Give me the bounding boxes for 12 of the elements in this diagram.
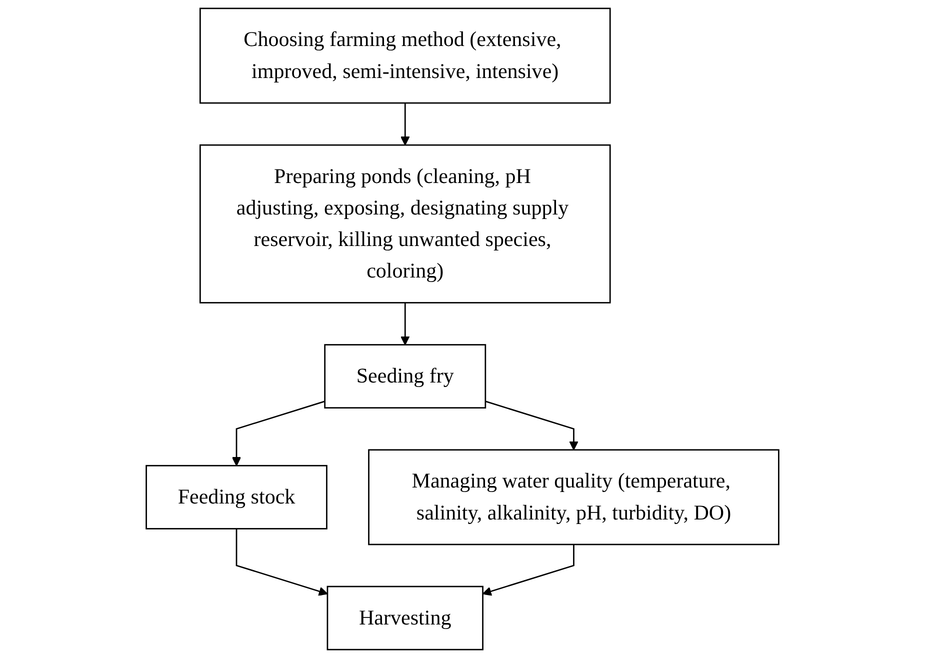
node-box: Seeding fry: [324, 344, 486, 409]
node-box: Preparing ponds (cleaning, pH adjusting, exposing, designating supply reservoir, killing unwanted species, coloring): [199, 144, 611, 304]
arrow: [400, 302, 410, 346]
arrow: [482, 544, 574, 596]
arrow: [236, 528, 328, 596]
arrow: [232, 400, 326, 466]
node-box: Choosing farming method (extensive, improved, semi-intensive, intensive): [199, 8, 611, 104]
node-box: Feeding stock: [146, 464, 328, 530]
arrow: [485, 400, 578, 450]
arrow: [400, 103, 410, 146]
node-box: Managing water quality (temperature, salinity, alkalinity, pH, turbidity, DO): [368, 449, 780, 546]
node-box: Harvesting: [326, 586, 484, 650]
